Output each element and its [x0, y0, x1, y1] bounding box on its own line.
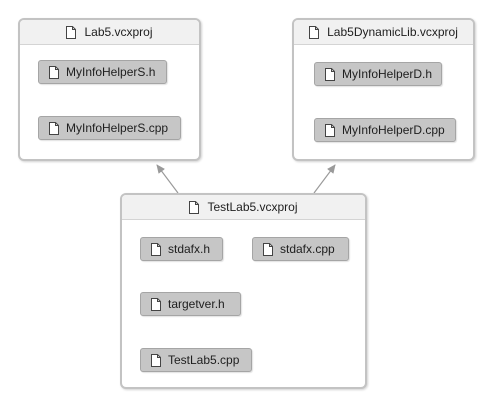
- project-title: Lab5.vcxproj: [84, 25, 153, 39]
- document-icon: [263, 242, 273, 256]
- project-group-testlab5[interactable]: TestLab5.vcxproj stdafx.h stdafx.cpp tar…: [120, 193, 367, 389]
- project-group-lab5dynamiclib[interactable]: Lab5DynamicLib.vcxproj MyInfoHelperD.h M…: [292, 18, 475, 161]
- file-label: MyInfoHelperD.cpp: [342, 123, 445, 137]
- document-icon: [49, 65, 59, 79]
- project-header[interactable]: Lab5DynamicLib.vcxproj: [294, 20, 473, 45]
- file-node[interactable]: targetver.h: [140, 292, 241, 316]
- file-label: TestLab5.cpp: [168, 353, 240, 367]
- project-title: Lab5DynamicLib.vcxproj: [327, 25, 458, 39]
- document-icon: [49, 121, 59, 135]
- file-label: MyInfoHelperD.h: [342, 67, 433, 81]
- document-icon: [309, 25, 320, 39]
- file-node[interactable]: MyInfoHelperS.cpp: [38, 116, 181, 140]
- project-title: TestLab5.vcxproj: [207, 200, 298, 214]
- file-node[interactable]: MyInfoHelperS.h: [38, 60, 167, 84]
- file-label: MyInfoHelperS.h: [66, 65, 156, 79]
- document-icon: [66, 25, 77, 39]
- file-label: targetver.h: [168, 297, 225, 311]
- file-label: stdafx.cpp: [280, 242, 335, 256]
- file-node[interactable]: MyInfoHelperD.cpp: [314, 118, 456, 142]
- file-label: stdafx.h: [168, 242, 211, 256]
- project-header[interactable]: Lab5.vcxproj: [20, 20, 199, 45]
- file-label: MyInfoHelperS.cpp: [66, 121, 169, 135]
- document-icon: [151, 353, 161, 367]
- file-node[interactable]: MyInfoHelperD.h: [314, 62, 442, 86]
- document-icon: [151, 297, 161, 311]
- project-group-lab5[interactable]: Lab5.vcxproj MyInfoHelperS.h MyInfoHelpe…: [18, 18, 201, 161]
- edge-testlab5-to-lab5dynamiclib: [313, 164, 336, 194]
- file-node[interactable]: TestLab5.cpp: [140, 348, 252, 372]
- document-icon: [325, 123, 335, 137]
- file-node[interactable]: stdafx.cpp: [252, 237, 349, 261]
- project-header[interactable]: TestLab5.vcxproj: [122, 195, 365, 220]
- edge-testlab5-to-lab5: [156, 164, 179, 194]
- file-node[interactable]: stdafx.h: [140, 237, 223, 261]
- document-icon: [189, 200, 200, 214]
- document-icon: [151, 242, 161, 256]
- document-icon: [325, 67, 335, 81]
